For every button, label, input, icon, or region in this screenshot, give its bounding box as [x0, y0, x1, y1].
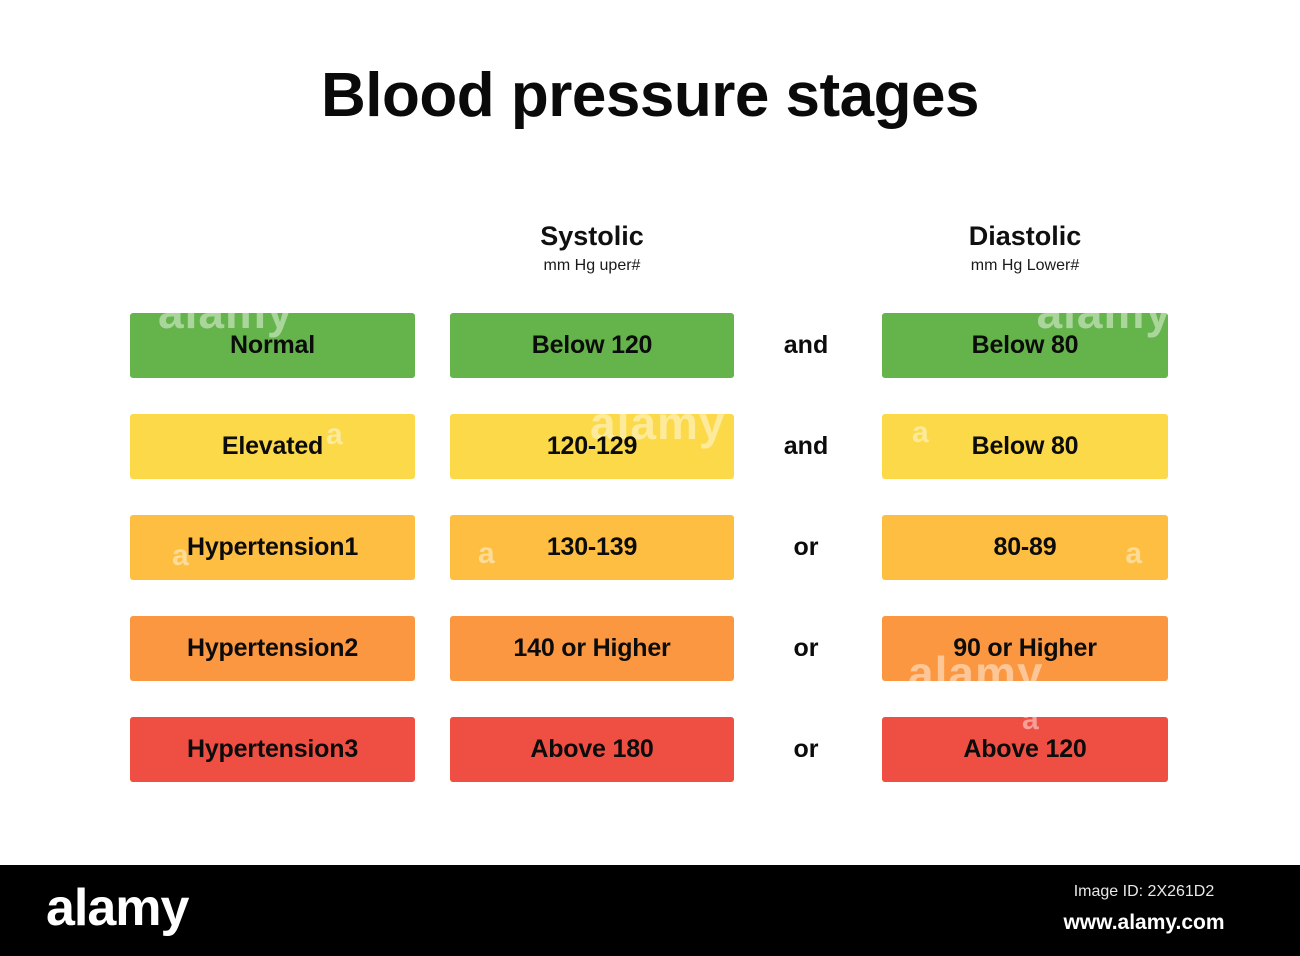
alamy-logo: alamy [46, 879, 189, 937]
row-connector: or [793, 735, 819, 763]
systolic-value: 140 or Higher [513, 634, 671, 662]
stock-photo-footer: alamy Image ID: 2X261D2 www.alamy.com [0, 865, 1300, 956]
stage-bar-hypertension3: Hypertension3 [130, 717, 415, 782]
diastolic-bar-hypertension2: alamy 90 or Higher [882, 616, 1168, 681]
image-id-label: Image ID: 2X261D2 [1073, 883, 1215, 900]
systolic-value: 130-139 [546, 533, 638, 561]
diastolic-bar-hypertension1: a 80-89 [882, 515, 1168, 580]
diastolic-bar-normal: alamy Below 80 [882, 313, 1168, 378]
diastolic-value: 90 or Higher [953, 634, 1097, 662]
row-connector: and [783, 432, 829, 460]
row-connector: or [793, 533, 819, 561]
stage-label: Hypertension1 [186, 533, 359, 561]
systolic-value: 120-129 [546, 432, 638, 460]
watermark-letter: a [912, 416, 929, 449]
watermark-letter: a [326, 418, 343, 451]
stage-label: Hypertension2 [186, 634, 359, 662]
diastolic-header-units: mm Hg Lower# [970, 256, 1080, 274]
stage-label: Hypertension3 [186, 735, 359, 763]
stage-rows: alamy Normal Below 120 and alamy Below 8… [0, 313, 1300, 818]
column-header-diastolic: Diastolic mm Hg Lower# [882, 221, 1168, 275]
diastolic-value: Below 80 [971, 331, 1079, 359]
systolic-value: Below 120 [531, 331, 653, 359]
alamy-url: www.alamy.com [1063, 911, 1225, 934]
systolic-bar-hypertension1: a 130-139 [450, 515, 734, 580]
watermark-letter: a [1022, 717, 1039, 736]
systolic-bar-normal: Below 120 [450, 313, 734, 378]
diastolic-header-label: Diastolic [968, 221, 1082, 251]
row-connector: and [783, 331, 829, 359]
systolic-value: Above 180 [530, 735, 654, 763]
column-header-systolic: Systolic mm Hg uper# [450, 221, 734, 275]
diastolic-value: 80-89 [993, 533, 1057, 561]
stage-label: Elevated [221, 432, 324, 460]
table-row: a Elevated alamy 120-129 and a Below 80 [0, 414, 1300, 479]
stage-bar-hypertension1: a Hypertension1 [130, 515, 415, 580]
systolic-header-label: Systolic [540, 221, 644, 251]
chart-canvas: Blood pressure stages Systolic mm Hg upe… [0, 61, 1300, 818]
table-row: Hypertension2 140 or Higher or alamy 90 … [0, 616, 1300, 681]
stage-bar-hypertension2: Hypertension2 [130, 616, 415, 681]
watermark-letter: a [1125, 537, 1142, 570]
stage-label: Normal [230, 331, 315, 359]
diastolic-bar-elevated: a Below 80 [882, 414, 1168, 479]
table-row: alamy Normal Below 120 and alamy Below 8… [0, 313, 1300, 378]
diastolic-value: Above 120 [963, 735, 1087, 763]
table-row: a Hypertension1 a 130-139 or a 80-89 [0, 515, 1300, 580]
row-connector: or [793, 634, 819, 662]
stage-bar-normal: alamy Normal [130, 313, 415, 378]
systolic-bar-elevated: alamy 120-129 [450, 414, 734, 479]
table-row: Hypertension3 Above 180 or a Above 120 [0, 717, 1300, 782]
page-title: Blood pressure stages [321, 61, 979, 130]
diastolic-value: Below 80 [971, 432, 1079, 460]
diastolic-bar-hypertension3: a Above 120 [882, 717, 1168, 782]
systolic-bar-hypertension2: 140 or Higher [450, 616, 734, 681]
watermark-letter: a [478, 537, 495, 570]
systolic-bar-hypertension3: Above 180 [450, 717, 734, 782]
stage-bar-elevated: a Elevated [130, 414, 415, 479]
systolic-header-units: mm Hg uper# [543, 256, 641, 274]
